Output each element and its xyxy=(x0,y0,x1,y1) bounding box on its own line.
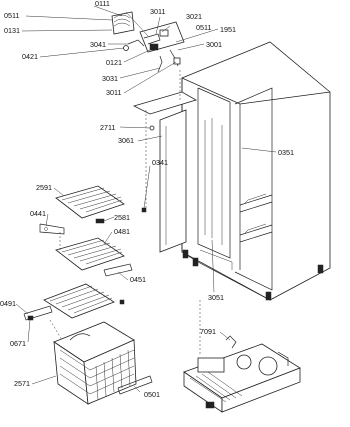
label-2571: 2571 xyxy=(14,379,30,388)
label-0441: 0441 xyxy=(30,209,46,218)
label-3051: 3051 xyxy=(208,293,224,302)
label-2711: 2711 xyxy=(100,123,115,132)
label-3021: 3021 xyxy=(186,12,202,21)
label-0121: 0121 xyxy=(106,58,122,67)
label-0501: 0501 xyxy=(144,390,160,399)
leader-lines xyxy=(15,5,277,393)
clip-0341 xyxy=(141,207,147,213)
label-0451: 0451 xyxy=(130,275,146,284)
label-7091: 7091 xyxy=(200,327,216,336)
machine-compartment-7091 xyxy=(183,335,301,413)
shelf-bracket-0441 xyxy=(39,223,65,235)
shelf-bracket-0491 xyxy=(23,305,53,321)
label-0511: 0511 xyxy=(4,11,19,20)
label-0671: 0671 xyxy=(10,339,26,348)
shelf-bracket-0451 xyxy=(103,263,133,277)
basket-slide-0501 xyxy=(117,375,153,395)
label-0131: 0131 xyxy=(4,26,20,35)
label-1951: 1951 xyxy=(220,25,236,34)
freezer-basket-2571 xyxy=(53,321,137,405)
label-3011-bottom: 3011 xyxy=(106,88,121,97)
label-2581: 2581 xyxy=(114,213,130,222)
clip-lower xyxy=(119,299,125,305)
label-0351: 0351 xyxy=(278,148,294,157)
rear-panel-3061 xyxy=(132,91,198,253)
shelf-0481 xyxy=(55,237,125,271)
label-3041: 3041 xyxy=(90,40,106,49)
label-2591: 2591 xyxy=(36,183,52,192)
label-0511-right: 0511 xyxy=(196,23,211,32)
label-3061: 3061 xyxy=(118,136,134,145)
shelf-2591 xyxy=(55,185,125,224)
refrigerator-cabinet xyxy=(181,41,331,301)
label-0421: 0421 xyxy=(22,52,38,61)
label-0491: 0491 xyxy=(0,299,16,308)
shelf-lower xyxy=(43,283,115,319)
label-3011-top: 3011 xyxy=(150,7,165,16)
label-0481: 0481 xyxy=(114,227,130,236)
screw-2711 xyxy=(149,125,155,131)
part-labels: 0511 0111 3011 3021 0511 1951 0131 3041 … xyxy=(0,0,294,399)
label-3001: 3001 xyxy=(206,40,222,49)
label-0341: 0341 xyxy=(152,158,168,167)
control-housing-assembly xyxy=(111,11,185,73)
label-0111: 0111 xyxy=(95,0,110,8)
label-3031: 3031 xyxy=(102,74,118,83)
